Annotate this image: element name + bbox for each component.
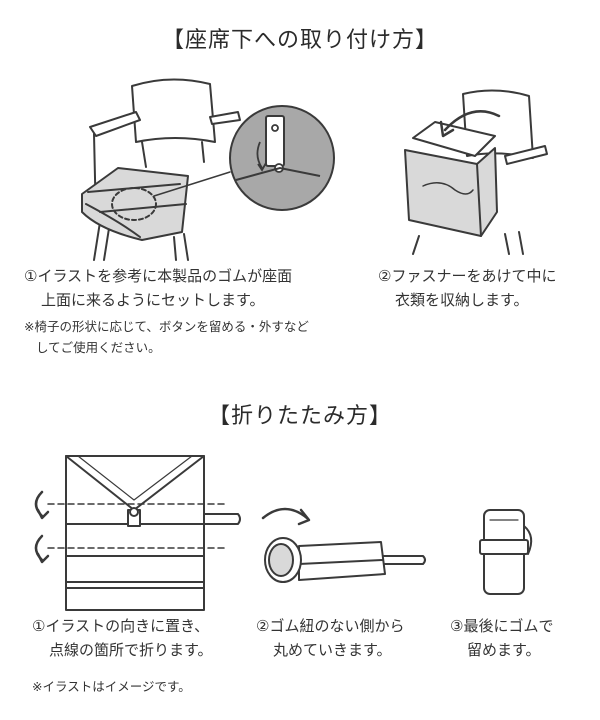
- section1-step1-line1: ①イラストを参考に本製品のゴムが座面: [24, 267, 293, 285]
- section1-step2-caption: ②ファスナーをあけて中に 衣類を収納します。: [378, 264, 556, 312]
- section2-title: 【折りたたみ方】: [207, 404, 392, 429]
- section2-step2-caption: ②ゴム紐のない側から 丸めていきます。: [256, 614, 404, 662]
- section1-note: ※椅子の形状に応じて、ボタンを留める・外すなど してご使用ください。: [24, 316, 309, 358]
- section2-step3-caption: ③最後にゴムで 留めます。: [450, 614, 553, 662]
- section2-step1-caption: ①イラストの向きに置き、 点線の箇所で折ります。: [32, 614, 213, 662]
- illus-fold-banded: [479, 509, 533, 595]
- illus-zipper-open: [404, 89, 548, 255]
- section1-step2-line1: ②ファスナーをあけて中に: [378, 267, 557, 285]
- section1-step1-line2: 上面に来るようにセットします。: [41, 291, 265, 309]
- section1-step1-caption: ①イラストを参考に本製品のゴムが座面 上面に来るようにセットします。: [24, 264, 292, 312]
- section2-note: ※イラストはイメージです。: [32, 679, 191, 694]
- illus-seat-attach: [81, 78, 335, 261]
- section1-step2-line2: 衣類を収納します。: [395, 291, 529, 309]
- section2-step1-line1: ①イラストの向きに置き、: [32, 617, 210, 635]
- section2-step3-line1: ③最後にゴムで: [450, 617, 554, 635]
- section1-title: 【座席下への取り付け方】: [161, 28, 438, 53]
- illus-fold-flat: [34, 455, 241, 611]
- section2-step1-line2: 点線の箇所で折ります。: [49, 641, 213, 659]
- section1-note-line1: ※椅子の形状に応じて、ボタンを留める・外すなど: [24, 319, 309, 334]
- section2-step3-line2: 留めます。: [467, 641, 541, 659]
- section2-step2-line1: ②ゴム紐のない側から: [256, 617, 405, 635]
- section2-step2-line2: 丸めていきます。: [273, 641, 392, 659]
- illus-fold-roll: [261, 507, 426, 583]
- section1-note-line2: してご使用ください。: [36, 340, 161, 355]
